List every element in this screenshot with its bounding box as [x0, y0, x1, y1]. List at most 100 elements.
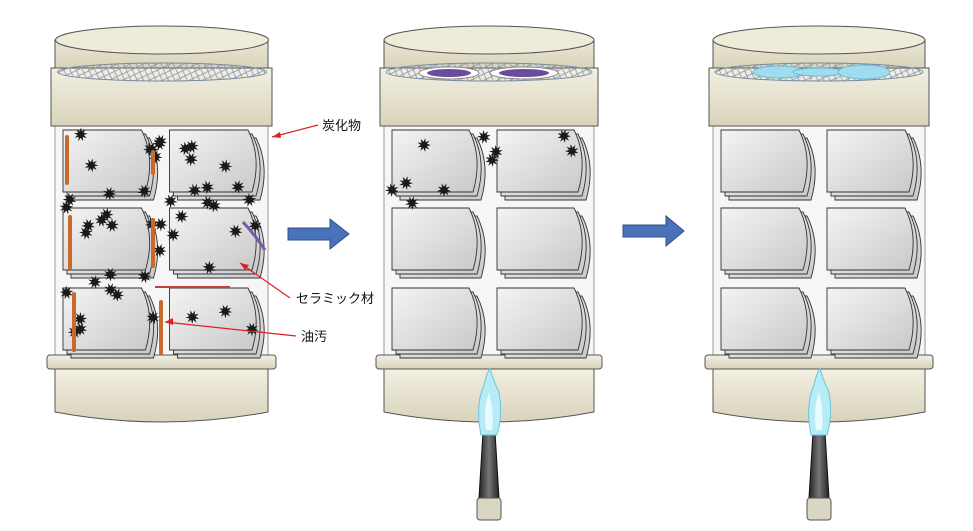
- residue-purple: [499, 69, 549, 77]
- ceramic-plate: [720, 287, 808, 351]
- flame-core: [485, 392, 493, 430]
- carbide-particle: [231, 180, 245, 194]
- oil-streak: [159, 300, 163, 355]
- carbide-particle: [79, 225, 93, 240]
- carbide-particle: [385, 183, 399, 197]
- ceramic-plate: [391, 287, 478, 351]
- carbide-leader: [271, 124, 319, 138]
- carbide-particle: [84, 158, 99, 173]
- ceramic-plate: [496, 287, 583, 351]
- carbide-particle: [248, 219, 262, 233]
- carbide-particle: [228, 224, 243, 239]
- ceramic-plate: [62, 287, 151, 351]
- bottom-base: [54, 368, 269, 423]
- carbide-particle: [437, 183, 451, 197]
- process-arrow-2: [622, 214, 685, 248]
- oil-streak: [151, 218, 155, 268]
- oil-smear: [241, 220, 267, 251]
- oil-label: 油汚: [301, 330, 327, 345]
- carbide-particle: [152, 136, 166, 151]
- carbide-particle: [110, 288, 125, 302]
- oil-leader: [164, 318, 297, 337]
- ceramic-plate: [826, 207, 914, 271]
- carbide-particle: [557, 129, 571, 143]
- carbide-particle: [166, 228, 180, 242]
- carbide-particle: [185, 310, 200, 324]
- carbide-particle: [137, 184, 152, 199]
- carbide-particle: [103, 267, 118, 282]
- carbide-particle: [174, 209, 189, 224]
- carbide-particle: [163, 194, 178, 208]
- carbide-particle: [88, 275, 102, 289]
- carbide-particle: [399, 176, 413, 190]
- top-rim-lip: [712, 25, 926, 55]
- carbide-particle: [59, 285, 74, 300]
- top-rim-lip: [55, 25, 269, 55]
- carbide-particle: [185, 139, 199, 154]
- cylinder-dirty: [46, 25, 277, 423]
- carbide-particle: [417, 138, 431, 152]
- ceramic-leader: [239, 262, 291, 299]
- carbide-particle: [178, 141, 193, 156]
- ceramic-plate: [826, 287, 914, 351]
- carbide-particle: [200, 180, 215, 195]
- ceramic-plate: [496, 129, 583, 193]
- ceramic-plate: [826, 129, 914, 193]
- carbide-particle: [153, 217, 168, 232]
- ceramic-plate: [169, 287, 257, 351]
- ceramic-plate: [720, 207, 808, 271]
- top-rim-lip: [383, 25, 595, 55]
- carbide-particle: [245, 322, 259, 337]
- cylinder-clean: [704, 25, 934, 521]
- carbide-particle: [59, 200, 74, 215]
- oil-streak: [151, 150, 155, 175]
- ceramic-label: セラミック材: [296, 292, 374, 307]
- carbide-particle: [242, 192, 257, 207]
- cylinder-burning: [375, 25, 603, 521]
- residue-blue: [837, 64, 891, 80]
- carbide-particle: [99, 207, 114, 222]
- flame-core: [815, 392, 823, 430]
- residue-purple: [427, 69, 471, 77]
- ceramic-plate: [720, 129, 808, 193]
- carbide-particle: [477, 130, 491, 144]
- mesh-screen: [57, 62, 267, 82]
- carbide-particle: [148, 150, 163, 164]
- ceramic-plate: [169, 207, 257, 271]
- carbide-particle: [485, 153, 499, 167]
- carbide-particle: [102, 186, 117, 201]
- carbide-particle: [405, 196, 419, 210]
- ceramic-plate: [391, 207, 478, 271]
- carbide-particle: [202, 260, 217, 275]
- burner-base: [476, 497, 502, 521]
- carbide-particle: [218, 304, 233, 319]
- carbide-particle: [73, 312, 88, 326]
- carbide-particle: [152, 243, 167, 258]
- burner-tube: [808, 431, 830, 499]
- oil-streak: [65, 135, 69, 185]
- carbide-particle: [73, 127, 88, 142]
- carbide-particle: [105, 218, 119, 232]
- carbide-particle: [146, 310, 160, 325]
- burner-tube: [478, 431, 500, 499]
- carbide-particle: [187, 183, 202, 198]
- carbide-particle: [200, 195, 215, 210]
- carbide-particle: [184, 152, 198, 167]
- carbide-particle: [143, 142, 157, 157]
- mesh-screen: [385, 62, 593, 82]
- process-arrow-1: [287, 217, 350, 251]
- ceramic-plate: [391, 129, 478, 193]
- ceramic-plate: [62, 129, 151, 193]
- oil-streak: [72, 292, 76, 352]
- residue-blue: [792, 67, 846, 77]
- burner-base: [806, 497, 832, 521]
- carbide-label: 炭化物: [322, 119, 361, 134]
- oil-streak: [68, 215, 72, 270]
- ceramic-plate: [496, 207, 583, 271]
- carbide-particle: [218, 159, 233, 174]
- carbide-particle: [489, 145, 503, 159]
- carbide-particle: [565, 144, 579, 158]
- carbide-particle: [73, 322, 88, 337]
- carbide-particle: [137, 269, 152, 284]
